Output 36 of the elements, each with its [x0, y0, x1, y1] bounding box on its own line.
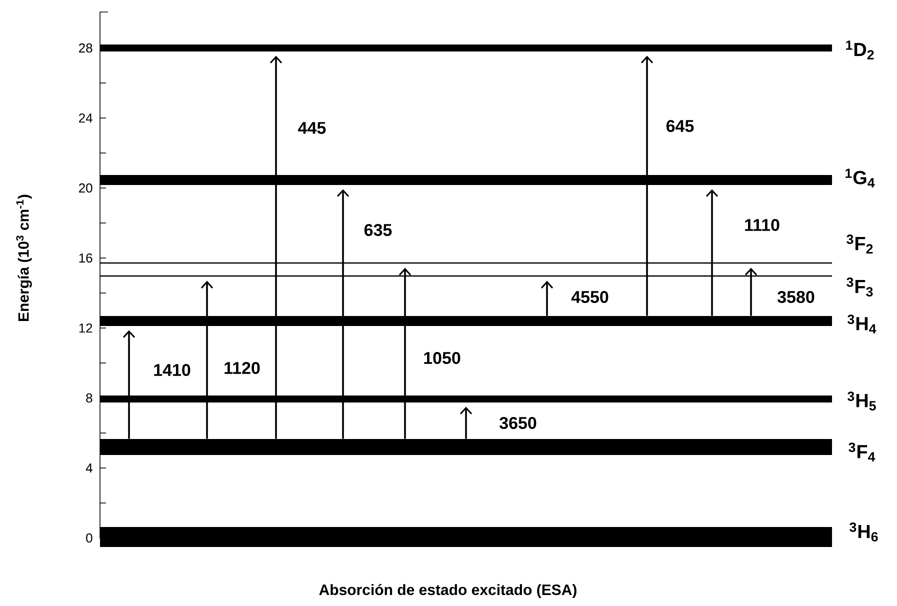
level-label: $^{1}$G$_{4}$	[846, 168, 875, 188]
arrow	[270, 56, 282, 439]
tick-label: 16	[79, 253, 92, 263]
edge-label: 1110	[743, 218, 781, 232]
tick-label: 8	[86, 393, 92, 403]
edge-label: 1410	[152, 362, 192, 378]
caption: Absorción de estado excitado (ESA)	[319, 584, 576, 598]
edge-label: 3580	[776, 290, 816, 304]
arrow	[398, 268, 412, 439]
arrow	[640, 56, 654, 316]
level-label: $^{3}$H$_{5}$	[848, 392, 876, 410]
tick-label: 4	[86, 464, 92, 472]
level-label: $^{3}$H$_{4}$	[848, 314, 876, 334]
axis-title: Energía (10$^{3}$ cm$^{-1}$)	[16, 194, 32, 321]
arrow	[200, 280, 214, 439]
level-label: $^{3}$F$_{4}$	[848, 442, 876, 462]
level-label: $^{3}$F$_{3}$	[846, 278, 873, 297]
level-label: $^{3}$H$_{6}$	[850, 522, 878, 542]
level-label: $^{3}$F$_{2}$	[846, 234, 873, 254]
edge-label: 3650	[498, 416, 538, 430]
edge-label: 4550	[570, 290, 610, 304]
arrow	[460, 406, 472, 439]
level-label: $^{1}$D$_{2}$	[846, 40, 874, 60]
edge-label: 1120	[222, 360, 262, 376]
tick-label: 20	[79, 183, 92, 193]
edge-label: 1050	[422, 351, 462, 366]
edge-label: 645	[664, 118, 696, 134]
arrow	[744, 268, 758, 316]
arrow	[540, 280, 554, 316]
arrow	[122, 330, 136, 439]
arrow	[706, 189, 718, 316]
edge-label: 445	[296, 121, 328, 135]
edge-label: 635	[362, 222, 394, 238]
tick-label: 24	[79, 113, 92, 123]
tick-label: 12	[79, 323, 92, 333]
arrow	[336, 189, 350, 439]
